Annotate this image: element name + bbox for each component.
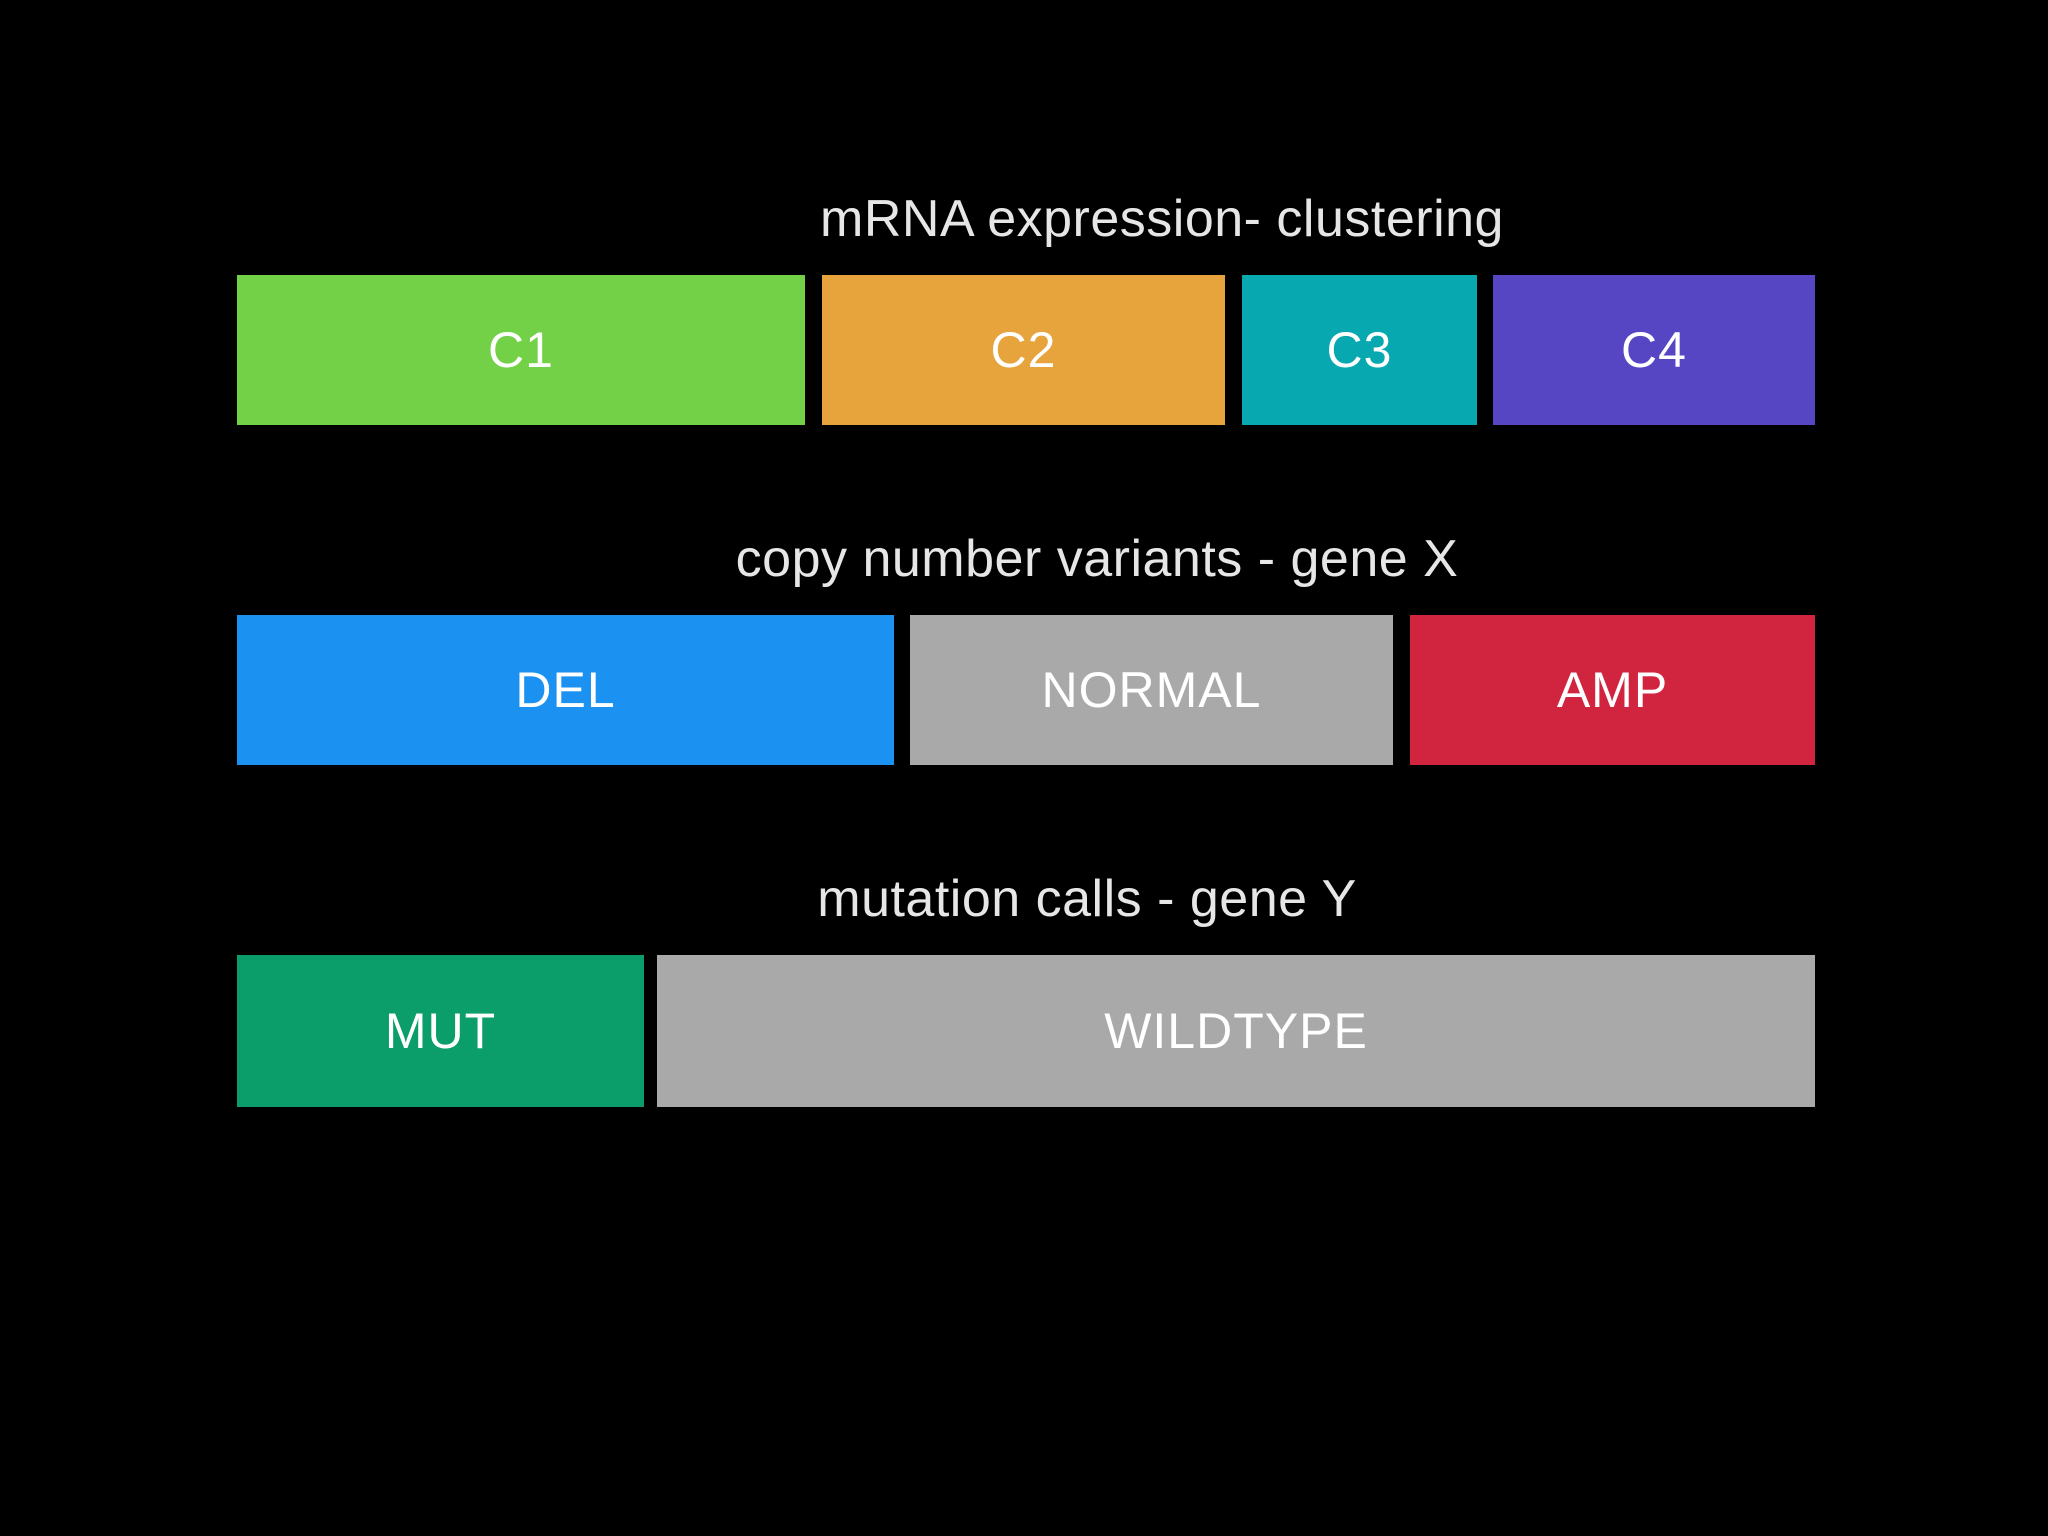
segment-cnv-normal: NORMAL — [910, 615, 1393, 765]
segment-label: DEL — [515, 662, 616, 718]
segment-label: MUT — [384, 1003, 497, 1059]
segment-cluster-c3: C3 — [1242, 275, 1477, 425]
segment-cluster-c4: C4 — [1493, 275, 1815, 425]
segment-label: C1 — [488, 322, 554, 378]
segment-mutation-wildtype: WILDTYPE — [657, 955, 1815, 1107]
segment-cluster-c2: C2 — [822, 275, 1225, 425]
segment-label: WILDTYPE — [1104, 1003, 1368, 1059]
segment-mutation-mut: MUT — [237, 955, 644, 1107]
segment-label: NORMAL — [1041, 662, 1262, 718]
segment-cluster-c1: C1 — [237, 275, 805, 425]
segment-label: C3 — [1326, 322, 1393, 378]
segment-cnv-amp: AMP — [1410, 615, 1815, 765]
section-title-mrna-expression: mRNA expression- clustering — [820, 190, 1504, 248]
section-title-copy-number-variants: copy number variants - gene X — [735, 530, 1459, 588]
segment-label: C4 — [1621, 322, 1687, 378]
section-title-mutation-calls: mutation calls - gene Y — [817, 870, 1357, 928]
segment-cnv-del: DEL — [237, 615, 894, 765]
segment-label: C2 — [990, 322, 1057, 378]
segment-label: AMP — [1556, 662, 1669, 718]
